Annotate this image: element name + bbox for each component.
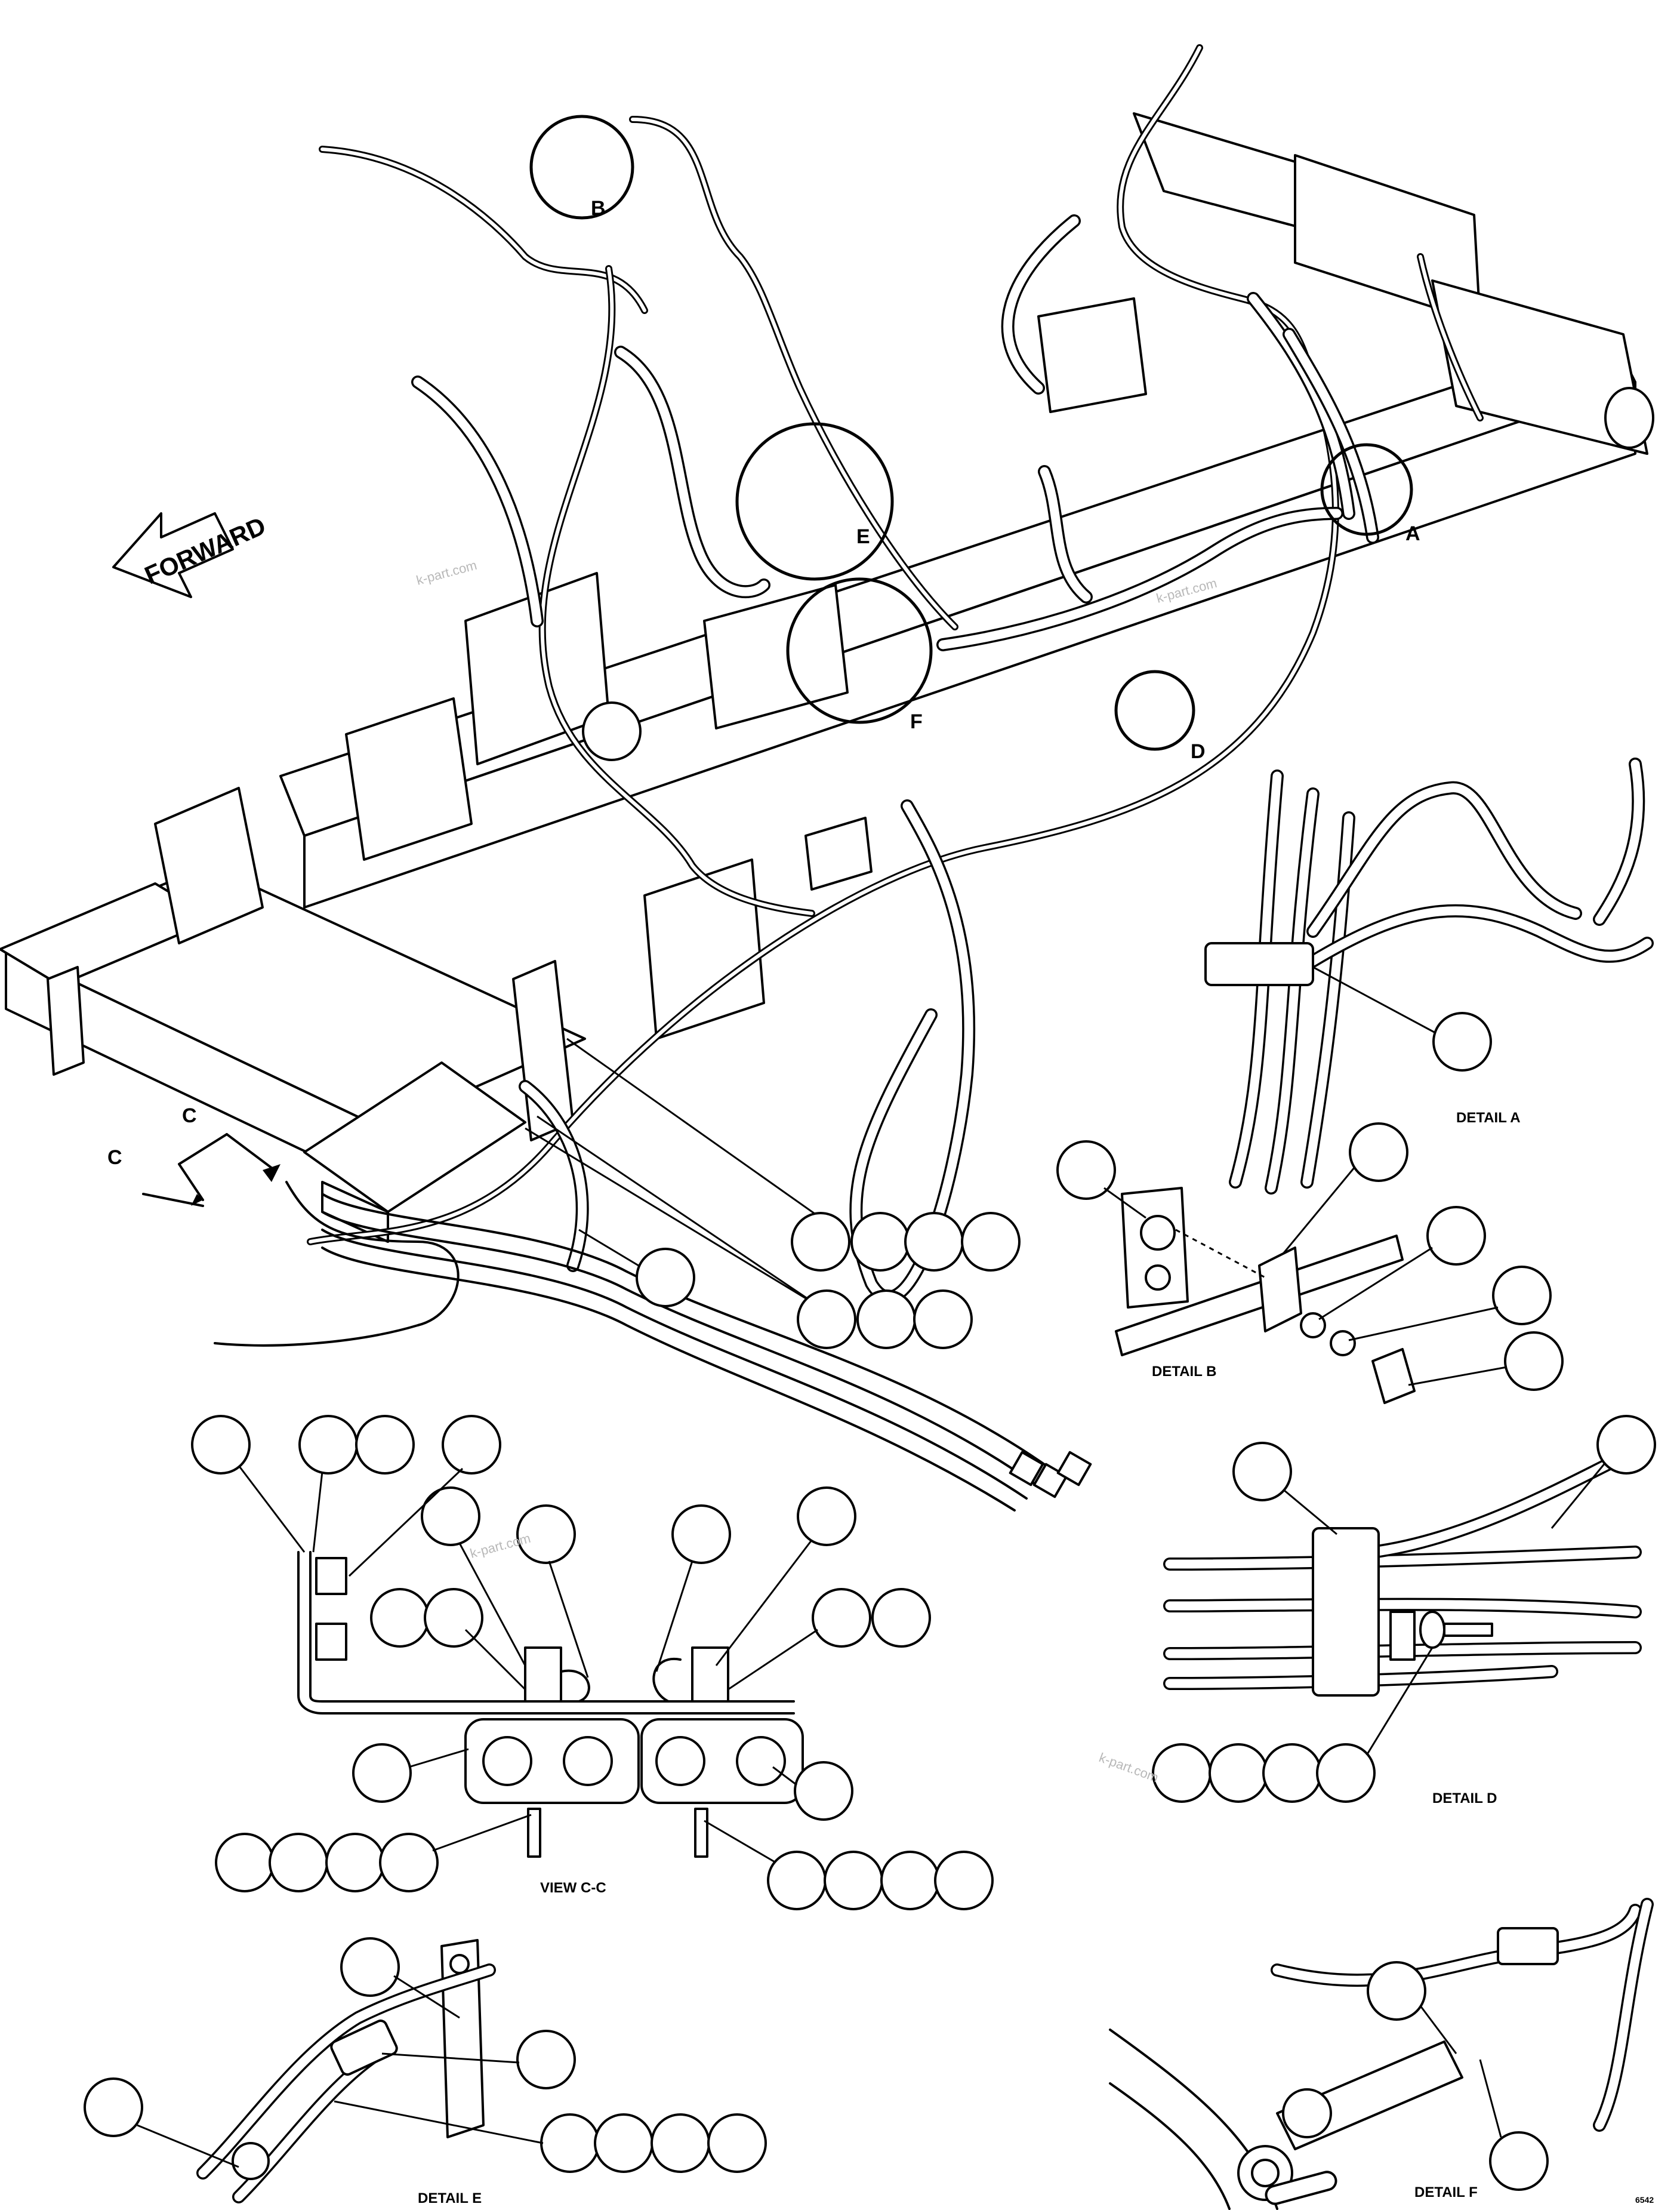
detail-a-title: DETAIL A <box>1456 1110 1521 1126</box>
callout-detail-d <box>1232 1442 1292 1501</box>
callout-main-1 <box>582 701 642 761</box>
callout-detail-b <box>1349 1122 1408 1182</box>
watermark: k-part.com <box>1097 1750 1160 1785</box>
callout-detail-b <box>1056 1140 1116 1200</box>
callout-detail-d <box>1152 1743 1212 1803</box>
callout <box>791 1212 850 1272</box>
callout-detail-d <box>1316 1743 1376 1803</box>
detail-ring-a <box>1320 443 1413 536</box>
callout-detail-e <box>340 1937 400 1997</box>
callout-detail-e <box>594 2113 653 2173</box>
callout-detail-b <box>1426 1206 1486 1266</box>
callout-detail-d <box>1596 1415 1656 1475</box>
detail-ring-f <box>786 577 933 724</box>
main-frame-assembly <box>0 112 1654 1243</box>
detail-letter-labels: B E F D A <box>591 197 1420 763</box>
detail-b-view: DETAIL B <box>1056 1122 1564 1404</box>
detail-f-view: DETAIL F <box>1109 1898 1654 2210</box>
detail-f-title: DETAIL F <box>1414 2184 1478 2200</box>
detail-d-view: DETAIL D <box>1152 1415 1656 1806</box>
callout-detail-f <box>1367 1961 1426 2021</box>
section-c-label-2: C <box>107 1146 122 1169</box>
callout <box>961 1212 1021 1272</box>
callout-detail-e <box>707 2113 767 2173</box>
detail-ring-b <box>529 115 634 220</box>
callout-detail-d <box>1262 1743 1322 1803</box>
callout-detail-e <box>84 2077 143 2137</box>
callout <box>797 1289 856 1349</box>
callout <box>904 1212 964 1272</box>
view-cc: VIEW C-C <box>191 1415 994 1910</box>
forward-arrow-icon: FORWARD <box>112 512 270 598</box>
section-c-arrows: C C <box>107 1104 280 1207</box>
detail-label-a: A <box>1405 522 1420 545</box>
watermark: k-part.com <box>415 558 479 588</box>
detail-d-title: DETAIL D <box>1432 1790 1497 1806</box>
callout-detail-e <box>516 2030 576 2089</box>
detail-ring-d <box>1114 670 1195 751</box>
detail-e-view: DETAIL E <box>84 1937 767 2206</box>
callout <box>913 1289 973 1349</box>
callout-detail-e <box>540 2113 600 2173</box>
detail-rings <box>529 115 1413 761</box>
main-harness-routing <box>214 44 1484 1512</box>
view-cc-callouts <box>191 1415 994 1910</box>
section-c-label-1: C <box>182 1104 197 1127</box>
detail-label-b: B <box>591 197 606 220</box>
detail-a-view: DETAIL A <box>1204 758 1654 1195</box>
main-callouts <box>525 1038 1021 1349</box>
callout-detail-f <box>1489 2131 1549 2191</box>
detail-label-d: D <box>1191 740 1206 763</box>
detail-ring-e <box>735 422 894 581</box>
callout <box>850 1212 910 1272</box>
detail-e-title: DETAIL E <box>418 2190 482 2206</box>
view-cc-title: VIEW C-C <box>540 1880 606 1896</box>
callout-detail-a <box>1432 1012 1492 1072</box>
callout-detail-b <box>1492 1266 1552 1325</box>
detail-label-e: E <box>856 525 870 548</box>
callout <box>856 1289 916 1349</box>
callout-detail-b <box>1504 1331 1564 1391</box>
callout <box>636 1248 695 1307</box>
watermark: k-part.com <box>468 1531 532 1561</box>
callout-detail-e <box>651 2113 710 2173</box>
callout-detail-d <box>1209 1743 1268 1803</box>
drawing-code: 6542 <box>1635 2195 1654 2205</box>
detail-b-title: DETAIL B <box>1152 1363 1216 1380</box>
detail-label-f: F <box>910 710 923 733</box>
